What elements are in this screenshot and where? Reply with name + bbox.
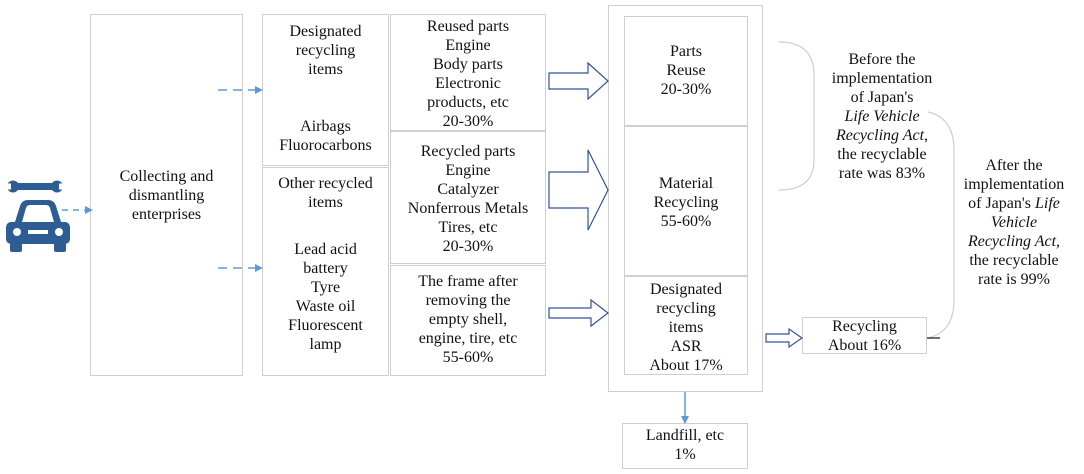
bracket-before bbox=[778, 41, 815, 191]
bracket-after bbox=[927, 111, 955, 339]
designated-items-heading: Designated recycling items bbox=[289, 23, 362, 78]
recycling-label: Recycling About 16% bbox=[827, 318, 902, 354]
asr-box bbox=[624, 276, 748, 375]
designated-items-box bbox=[262, 14, 389, 166]
collecting-label: Collecting and dismantling enterprises bbox=[119, 168, 214, 223]
frame-box bbox=[390, 265, 546, 376]
other-items-box bbox=[262, 167, 389, 376]
parts-reuse-box bbox=[624, 16, 748, 126]
other-items-list: Lead acid battery Tyre Waste oil Fluores… bbox=[288, 241, 363, 353]
landfill-label: Landfill, etc 1% bbox=[645, 427, 725, 463]
other-items-heading: Other recycled items bbox=[278, 175, 373, 211]
car-icon bbox=[6, 200, 70, 252]
material-recycling-label: Material Recycling 55-60% bbox=[653, 175, 719, 230]
wrench-icon bbox=[5, 180, 65, 193]
asr-label: Designated recycling items ASR About 17% bbox=[649, 281, 723, 374]
frame-label: The frame after removing the empty shell… bbox=[418, 273, 518, 366]
block-arrow-frame bbox=[548, 298, 609, 328]
collecting-box bbox=[90, 14, 243, 376]
block-arrow-reuse bbox=[548, 61, 609, 101]
before-act-note: Before the implementation of Japan's Lif… bbox=[831, 51, 933, 182]
recycling-box bbox=[802, 317, 927, 354]
parts-reuse-label: Parts Reuse 20-30% bbox=[660, 43, 712, 98]
after-act-note: After the implementation of Japan's Life… bbox=[963, 157, 1065, 288]
block-arrow-recycling bbox=[765, 327, 804, 349]
recycled-parts-label: Recycled parts Engine Catalyzer Nonferro… bbox=[407, 143, 529, 255]
designated-items-list: Airbags Fluorocarbons bbox=[279, 118, 372, 154]
landfill-box bbox=[622, 423, 748, 469]
recycled-parts-box bbox=[390, 131, 546, 264]
block-arrow-material bbox=[548, 149, 609, 231]
material-recycling-box bbox=[624, 126, 748, 276]
reused-parts-box bbox=[390, 14, 546, 131]
reused-parts-label: Reused parts Engine Body parts Electroni… bbox=[426, 18, 510, 130]
